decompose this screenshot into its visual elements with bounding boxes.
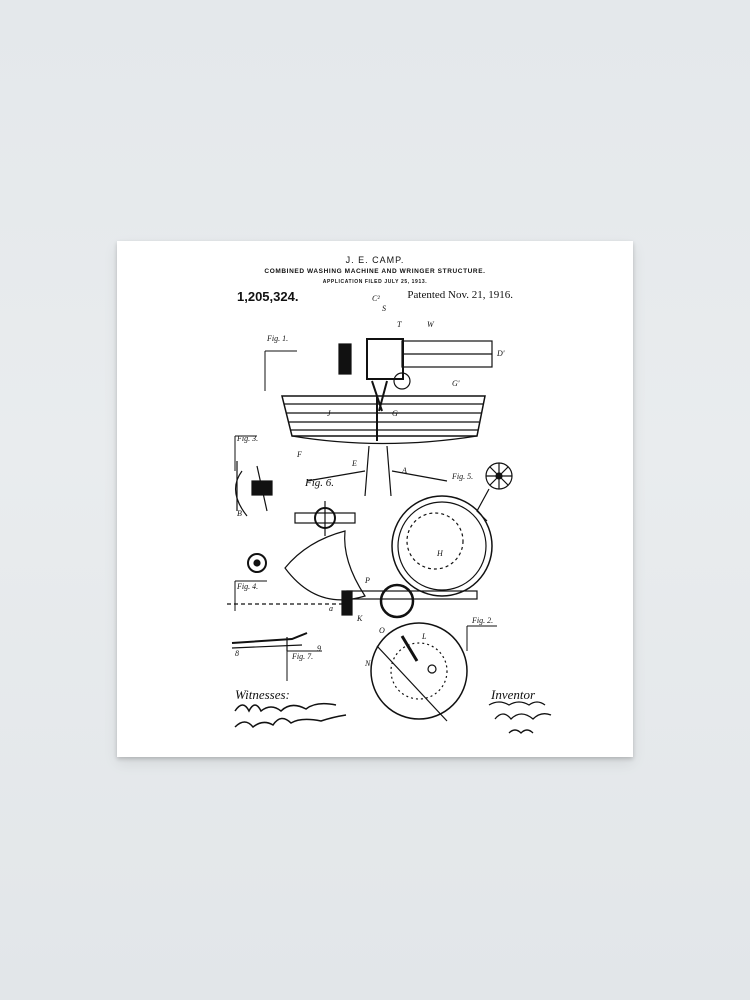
bowl-section <box>284 530 366 601</box>
fig-label: Fig. 5. <box>451 472 473 481</box>
fig4-gear <box>247 553 267 573</box>
part-letter: F <box>296 450 302 459</box>
tub-top-view <box>391 495 493 597</box>
fig-label: Fig. 6. <box>304 477 334 489</box>
fig-label: Fig. 3. <box>236 434 258 443</box>
application-date: APPLICATION FILED JULY 25, 1913. <box>322 279 428 285</box>
part-letter: K <box>356 614 363 623</box>
fig3-detail <box>235 461 273 517</box>
part-letter: W <box>427 320 435 329</box>
washing-tub <box>281 395 486 497</box>
fig-label: Fig. 2. <box>471 616 493 625</box>
part-letter: D' <box>496 349 505 358</box>
inventor-header: J. E. CAMP. <box>345 255 405 265</box>
hub-assembly <box>227 583 478 619</box>
patent-title: COMBINED WASHING MACHINE AND WRINGER STR… <box>264 268 486 275</box>
fig-label: Fig. 1. <box>266 334 288 343</box>
part-letter: G <box>392 409 398 418</box>
part-letter: 9 <box>317 644 321 653</box>
fig-label: Fig. 7. <box>291 652 313 661</box>
fig5-wheel <box>476 462 513 522</box>
wringer-assembly <box>338 338 493 412</box>
inventor-signature <box>488 701 552 734</box>
patent-number: 1,205,324. <box>237 289 299 304</box>
part-letter: L <box>421 632 427 641</box>
inventor-label: Inventor <box>491 687 536 702</box>
part-letter: 8 <box>235 649 239 658</box>
part-letter: N <box>364 659 371 668</box>
part-letter: S <box>382 304 386 313</box>
part-letter: J <box>327 409 331 418</box>
patent-date: Patented Nov. 21, 1916. <box>407 289 513 301</box>
fig7-lever <box>231 632 308 651</box>
witnesses-label: Witnesses: <box>235 687 290 702</box>
fig6-gear <box>294 501 356 536</box>
figure-brackets <box>234 350 497 681</box>
bottom-wheel-view <box>370 622 468 722</box>
part-letter: P <box>364 576 370 585</box>
part-letter: T <box>397 320 402 329</box>
part-letter: C² <box>372 294 380 303</box>
patent-poster: J. E. CAMP. COMBINED WASHING MACHINE AND… <box>117 241 633 757</box>
part-letter: O <box>379 626 385 635</box>
part-letter: G' <box>452 379 460 388</box>
witness-signatures <box>234 702 347 729</box>
part-letter: E <box>351 459 357 468</box>
fig-label: Fig. 4. <box>236 582 258 591</box>
part-letter: a <box>329 604 333 613</box>
patent-drawing: Fig. 1. Fig. 3. Fig. 6. Fig. 5. Fig. 4. … <box>227 294 552 734</box>
part-letter: H <box>436 549 444 558</box>
part-letter: A <box>401 466 407 475</box>
part-letter: B <box>237 509 242 518</box>
